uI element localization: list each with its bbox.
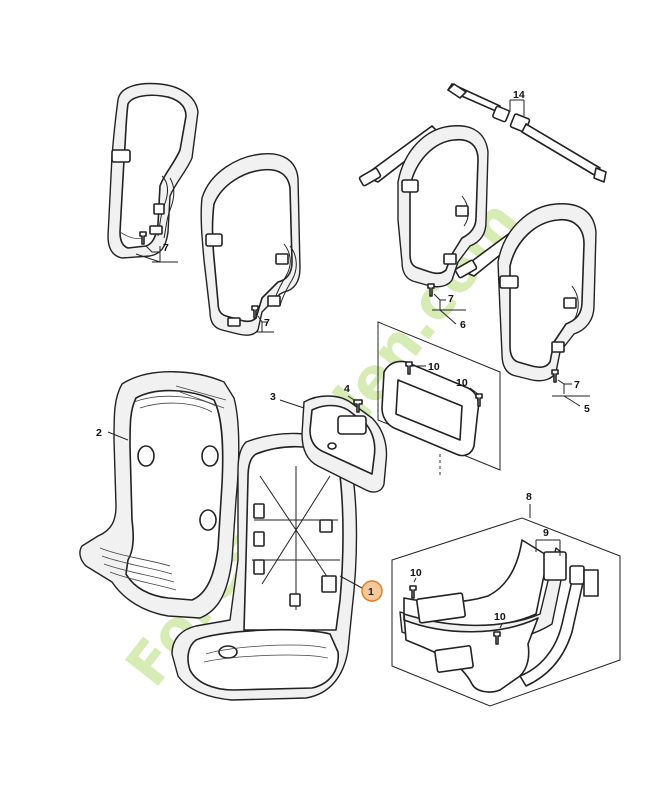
shoulder-strap-6 [358, 125, 489, 288]
callout-7c: 7 [448, 293, 454, 305]
screw-7d: 7 5 [551, 369, 590, 415]
callout-8: 8 [526, 491, 532, 503]
callout-7d: 7 [574, 379, 580, 391]
cover-3: 3 [270, 391, 388, 493]
screw-7c: 7 6 [427, 283, 466, 331]
screw-7b: 7 [251, 305, 274, 333]
callout-4: 4 [344, 383, 350, 395]
backpack-frame-1: 1 [171, 432, 383, 701]
callout-7b: 7 [264, 317, 270, 329]
pad-panel [377, 321, 501, 478]
chest-strap-14: 14 [447, 83, 607, 183]
screw-10d: 10 [493, 611, 506, 645]
callout-1: 1 [368, 586, 374, 598]
screw-10b: 10 [456, 377, 483, 407]
callout-3: 3 [270, 391, 276, 403]
shoulder-strap-5 [454, 203, 597, 382]
shoulder-strap-left-a [107, 82, 199, 259]
highlight-ring [361, 580, 383, 602]
callout-14: 14 [513, 89, 525, 101]
callout-10a: 10 [428, 361, 440, 373]
screw-10a: 10 [405, 361, 440, 375]
callout-7a: 7 [163, 242, 169, 254]
callout-10b: 10 [456, 377, 468, 389]
shoulder-strap-left-b [200, 153, 301, 336]
hip-belt-8: 8 9 [391, 491, 621, 707]
callout-10c: 10 [410, 567, 422, 579]
screw-4: 4 [344, 383, 363, 413]
screw-10c: 10 [409, 567, 422, 599]
callout-5: 5 [584, 403, 590, 415]
callout-10d: 10 [494, 611, 506, 623]
callout-2: 2 [96, 427, 102, 439]
screw-7a: 7 [135, 231, 178, 263]
callout-9: 9 [543, 527, 549, 539]
callout-6: 6 [460, 319, 466, 331]
back-frame-2: 2 [79, 371, 240, 619]
